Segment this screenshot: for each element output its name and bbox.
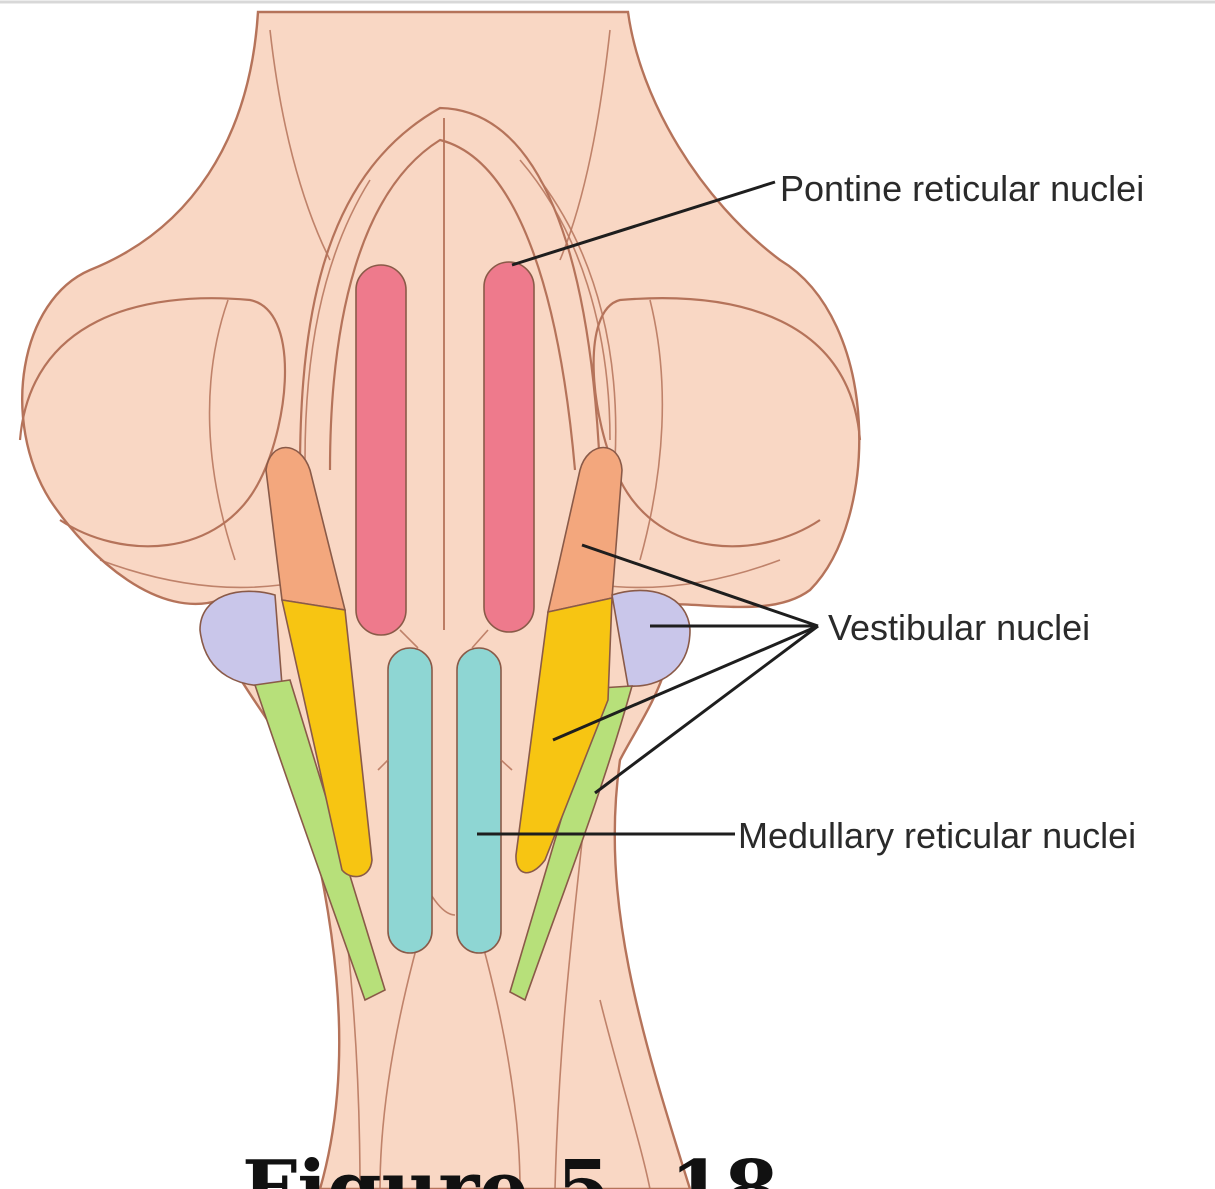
pontine-reticular-nucleus-right: [484, 262, 534, 632]
label-vestibular-nuclei: Vestibular nuclei: [828, 607, 1090, 648]
brainstem-outline: [22, 12, 859, 1189]
figure-caption: Figure 5 -18: [242, 1144, 778, 1189]
label-medullary-reticular-nuclei: Medullary reticular nuclei: [738, 815, 1136, 856]
pontine-reticular-nucleus-left: [356, 265, 406, 635]
vestibular-lateral-left: [200, 591, 282, 686]
medullary-reticular-nucleus-right: [457, 648, 501, 953]
medullary-reticular-nucleus-left: [388, 648, 432, 953]
label-pontine-reticular-nuclei: Pontine reticular nuclei: [780, 168, 1144, 209]
